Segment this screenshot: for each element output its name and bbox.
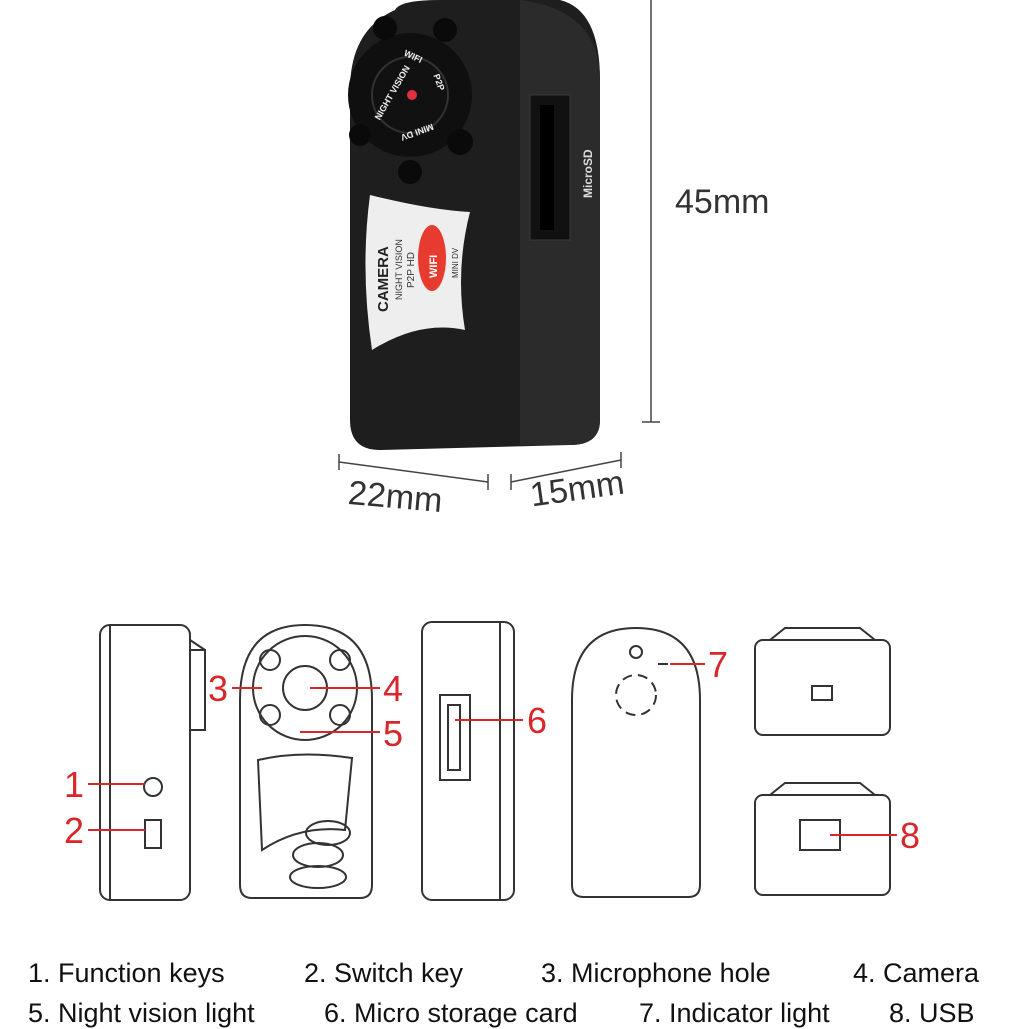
microsd-label: MicroSD [581, 149, 595, 198]
callout-1: 1 [64, 764, 85, 805]
callout-5: 5 [383, 713, 404, 754]
callout-6: 6 [527, 700, 548, 741]
svg-text:MINI DV: MINI DV [451, 247, 460, 278]
callout-2: 2 [64, 810, 85, 851]
legend-item: 5. Night vision light [28, 998, 255, 1028]
callout-4: 4 [383, 668, 404, 709]
legend-item: 6. Micro storage card [324, 998, 578, 1028]
legend-item: 1. Function keys [28, 958, 225, 988]
legend-item: 4. Camera [853, 958, 980, 988]
legend-row-1: 1. Function keys 2. Switch key 3. Micropho… [28, 958, 979, 989]
height-dimension: 45mm [675, 183, 770, 221]
svg-text:P2P HD: P2P HD [406, 252, 417, 288]
label-camera: CAMERA [375, 246, 392, 312]
legend-item: 7. Indicator light [639, 998, 830, 1028]
svg-text:NIGHT VISION: NIGHT VISION [394, 239, 404, 300]
callout-lines [88, 663, 897, 836]
line-drawings [99, 621, 891, 901]
callout-3: 3 [208, 668, 229, 709]
dimension-lines [338, 0, 660, 490]
legend-item: 8. USB [889, 998, 975, 1028]
callout-7: 7 [708, 644, 729, 685]
svg-text:WIFI: WIFI [428, 255, 440, 278]
camera-photo [348, 0, 600, 450]
width-dimension: 22mm [346, 473, 444, 521]
legend-row-2: 5. Night vision light 6. Micro storage ca… [28, 998, 975, 1029]
callout-8: 8 [900, 815, 921, 856]
legend-item: 3. Microphone hole [541, 958, 771, 988]
legend-item: 2. Switch key [304, 958, 464, 988]
